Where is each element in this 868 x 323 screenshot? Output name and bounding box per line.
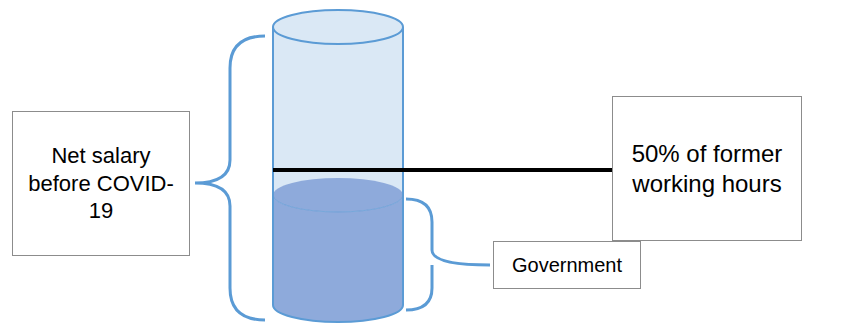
level-line — [273, 168, 612, 172]
right-brace — [406, 199, 490, 310]
cylinder-top — [273, 10, 403, 44]
text-box: Net salary before COVID-19 — [12, 111, 190, 256]
left-brace — [195, 36, 265, 320]
box-text: 50% of former working hours — [621, 139, 793, 199]
box-text: Government — [512, 253, 622, 278]
fill-surface — [273, 178, 403, 212]
cylinder-outline — [273, 27, 403, 322]
text-box: Government — [493, 241, 641, 289]
fill-edge — [273, 195, 403, 212]
cylinder-fill — [273, 195, 403, 322]
text-box: 50% of former working hours — [612, 96, 802, 241]
cylinder-body — [273, 27, 403, 322]
box-text: Net salary before COVID-19 — [21, 142, 181, 225]
